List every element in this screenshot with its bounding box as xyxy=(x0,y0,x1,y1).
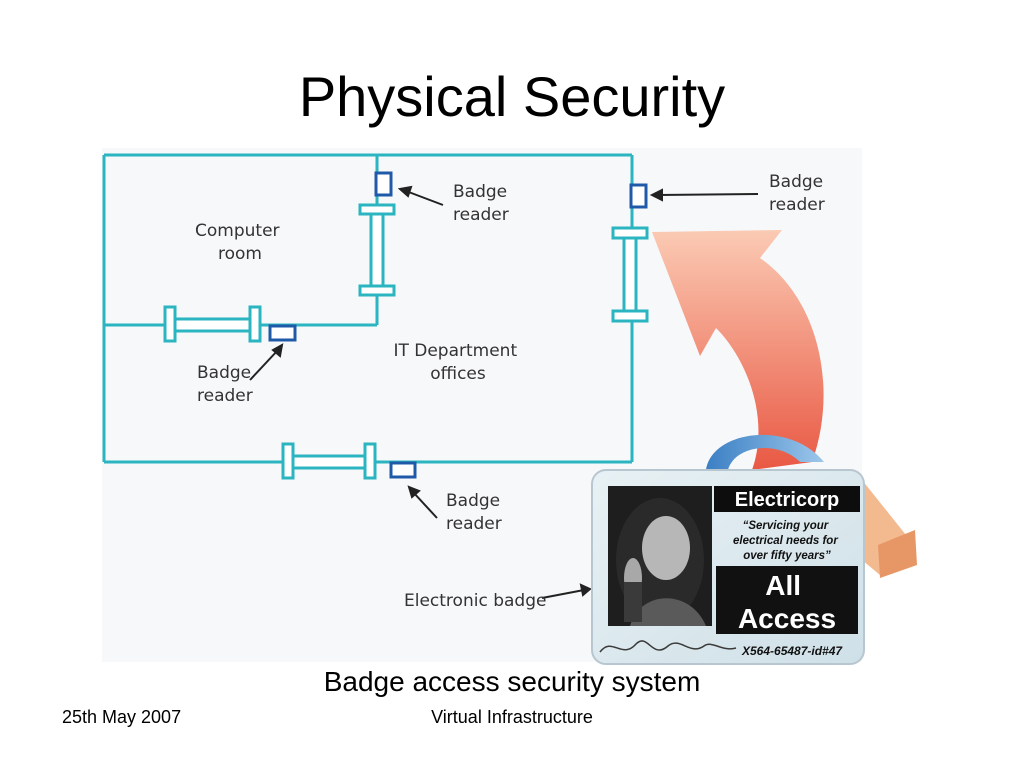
badge-id-number: X564-65487-id#47 xyxy=(741,644,843,658)
badge-reader-label-3: Badge reader xyxy=(197,363,257,406)
badge-reader-label-2: Badge reader xyxy=(769,172,829,215)
badge-reader-3 xyxy=(268,324,297,342)
badge-curl xyxy=(706,434,824,470)
footer-date: 25th May 2007 xyxy=(62,707,182,727)
badge-reader-1 xyxy=(374,171,393,197)
badge-slogan: “Servicing your electrical needs for ove… xyxy=(733,520,841,562)
badge-reader-2 xyxy=(629,183,648,209)
computer-room-label: Computer room xyxy=(195,221,285,264)
badge-photo xyxy=(616,498,706,626)
badge-reader-label-4: Badge reader xyxy=(446,491,506,534)
it-offices-label: IT Department offices xyxy=(393,341,522,384)
card-swipe-slot xyxy=(862,480,917,578)
door-outer-bottom xyxy=(281,442,377,480)
curved-arrow xyxy=(652,230,824,470)
footer-title: Virtual Infrastructure xyxy=(431,707,593,727)
badge-reader-label-1: Badge reader xyxy=(453,182,513,225)
door-computer-room-horizontal xyxy=(163,305,262,343)
figure-caption: Badge access security system xyxy=(323,666,701,697)
badge-reader-4 xyxy=(389,461,417,479)
badge-signature xyxy=(599,640,737,653)
electronic-badge-label: Electronic badge xyxy=(404,591,546,611)
pointer-arrows xyxy=(249,185,759,599)
door-computer-room-vertical xyxy=(358,203,396,297)
slide-title: Physical Security xyxy=(298,65,726,128)
badge-access-level: All Access xyxy=(738,570,836,634)
badge-readers xyxy=(268,171,648,479)
electronic-badge: Electricorp “Servicing your electrical n… xyxy=(591,469,865,665)
door-outer-right xyxy=(611,226,649,323)
badge-company: Electricorp xyxy=(735,489,839,511)
